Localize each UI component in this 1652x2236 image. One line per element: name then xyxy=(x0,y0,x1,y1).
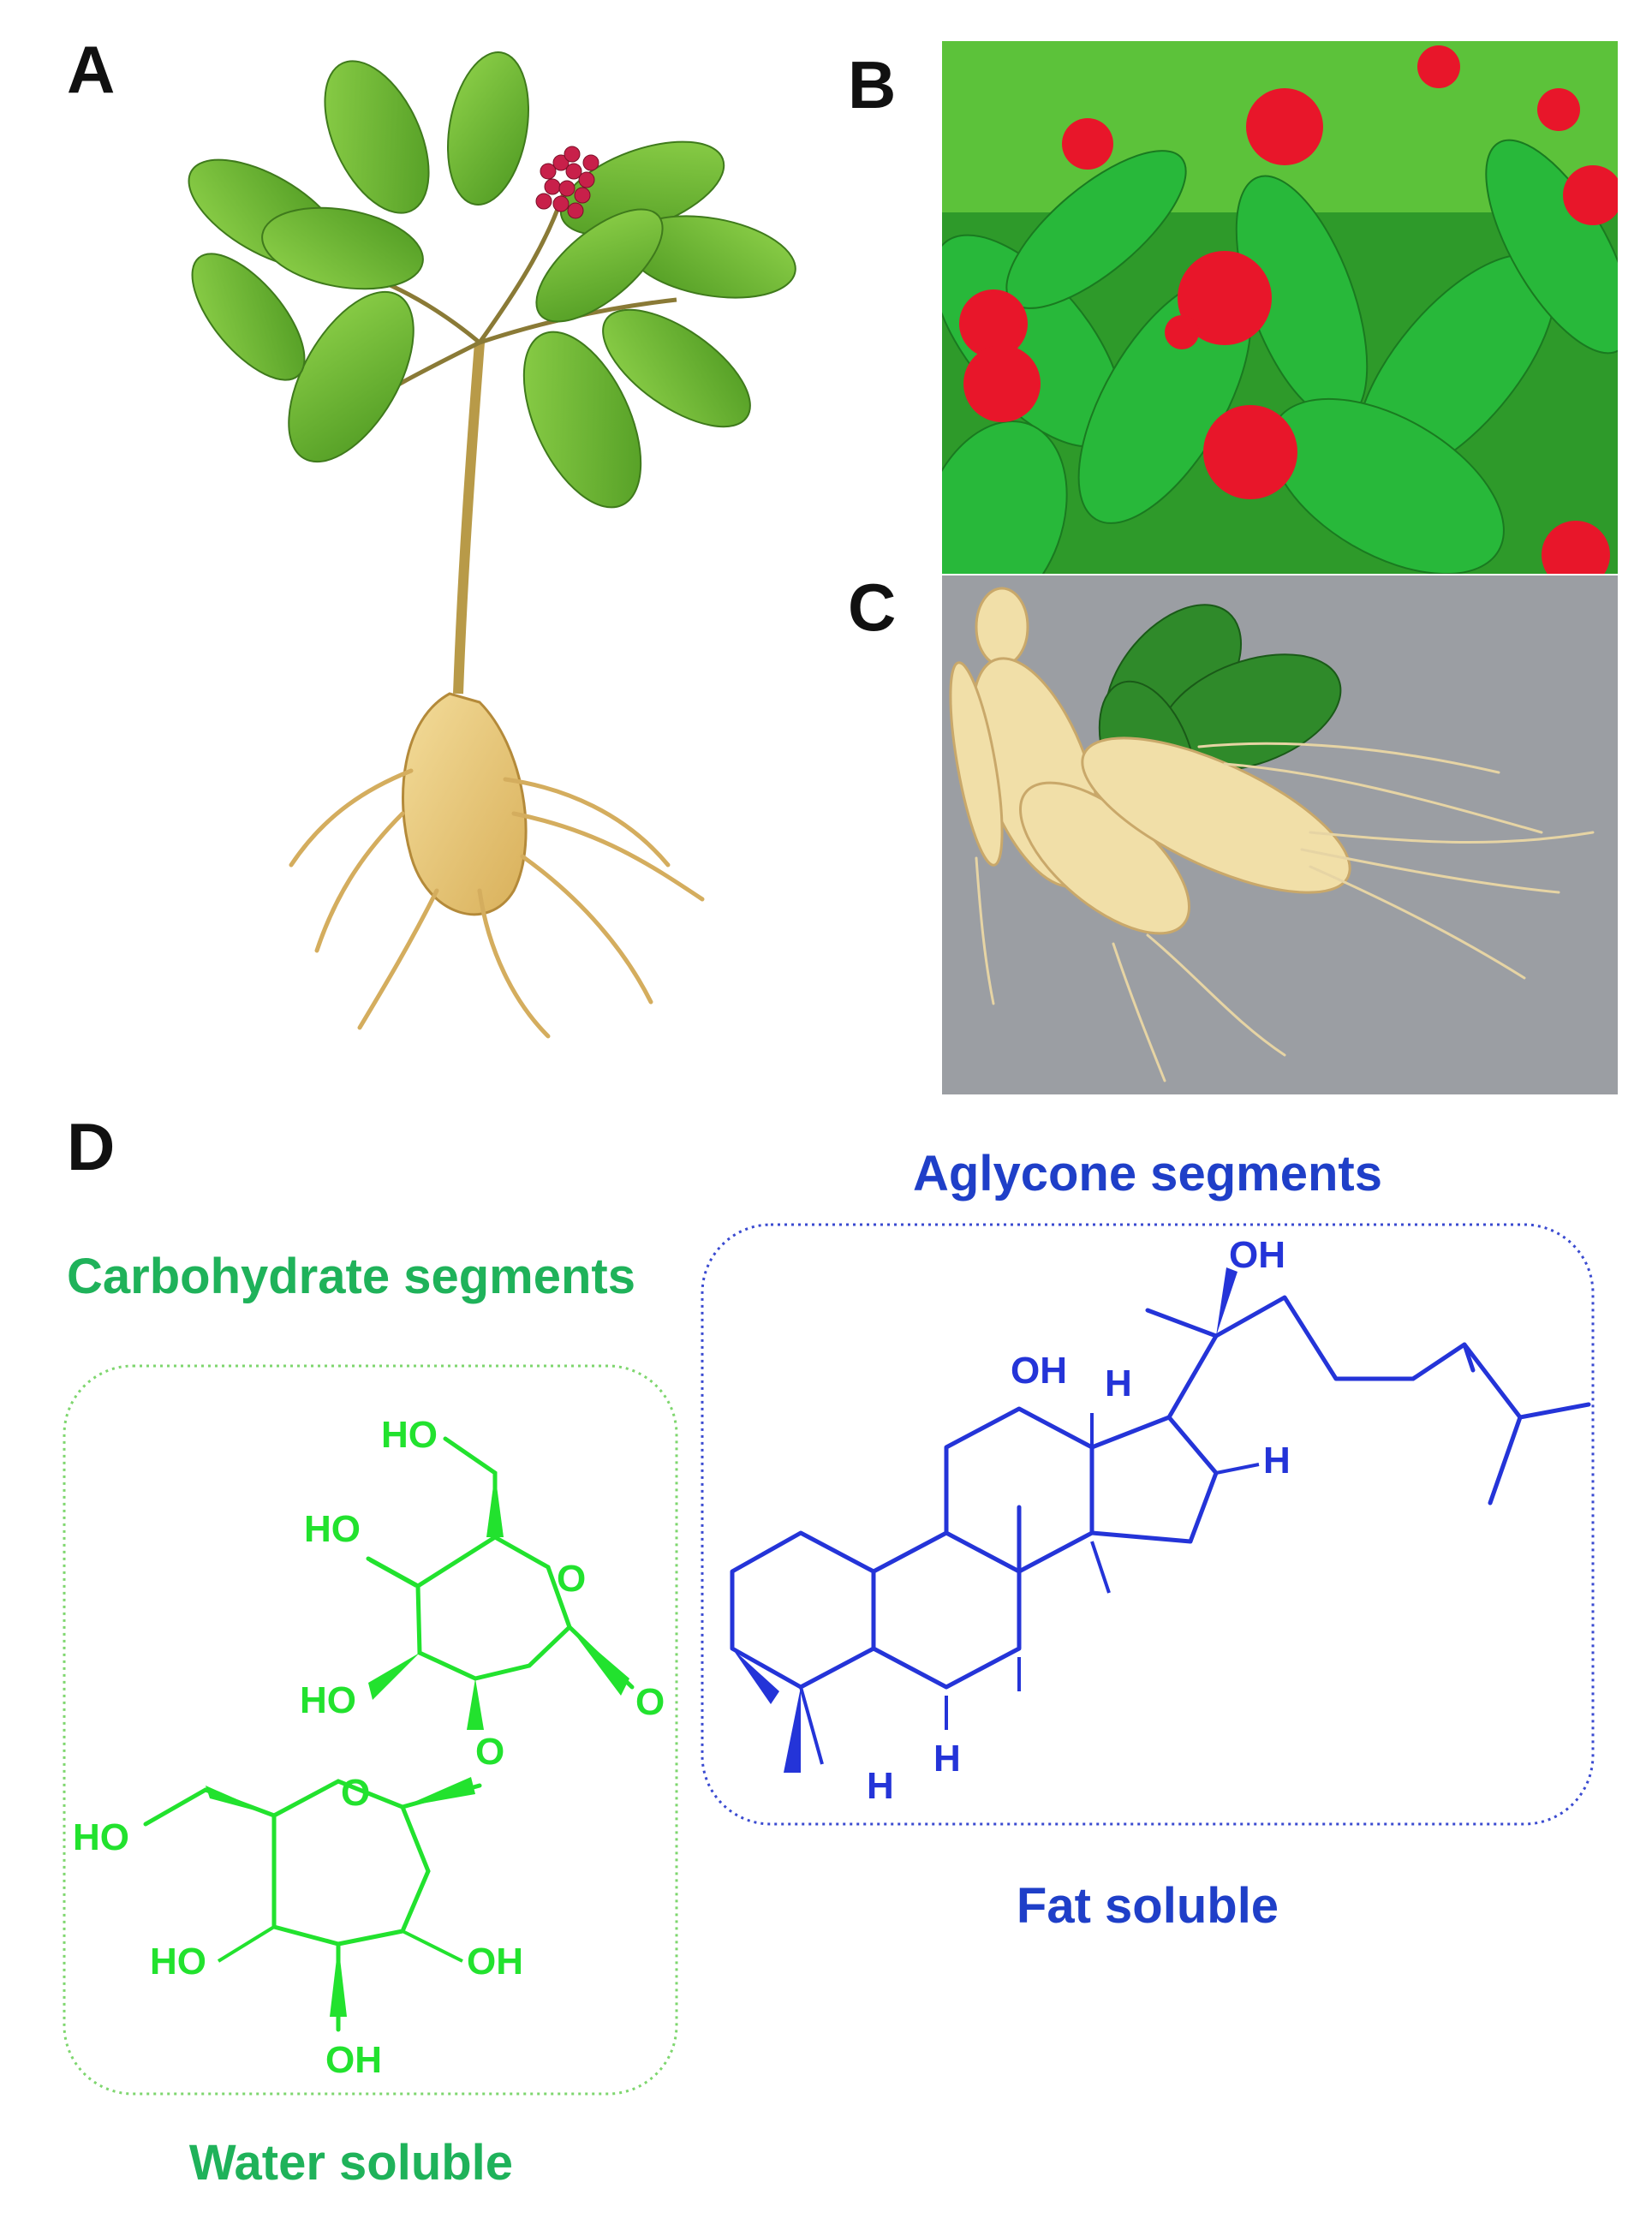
carbohydrate-bonds xyxy=(143,1436,635,2032)
ginsenoside-structure-diagram: Aglycone segments Carbohydrate segments … xyxy=(0,1096,1652,2232)
ho-label-3: HO xyxy=(300,1679,356,1721)
aglycone-bonds xyxy=(730,1295,1591,1690)
oh-label-1: OH xyxy=(467,1941,523,1983)
aglycone-title: Aglycone segments xyxy=(913,1146,1382,1201)
panel-a-label: A xyxy=(67,32,116,107)
carbohydrate-property: Water soluble xyxy=(189,2135,513,2191)
carbohydrate-title: Carbohydrate segments xyxy=(67,1249,635,1304)
ginseng-plant-illustration xyxy=(120,43,865,1053)
ginseng-berries-photo xyxy=(942,41,1618,574)
aglycone-property: Fat soluble xyxy=(1017,1878,1279,1934)
o-label-link: O xyxy=(475,1731,504,1773)
panel-c-label: C xyxy=(848,569,897,645)
aglycone-stereo xyxy=(732,1267,1238,1773)
panel-d-label: D xyxy=(67,1109,116,1184)
aglycone-box xyxy=(701,1223,1595,1826)
o-label-ring-2: O xyxy=(341,1772,370,1814)
o-label-ring-1: O xyxy=(557,1558,586,1600)
o-label-glycosidic: O xyxy=(635,1681,665,1723)
oh-label-2: OH xyxy=(325,2039,382,2081)
h-label-3: H xyxy=(933,1738,961,1780)
oh-label-3: OH xyxy=(1011,1350,1067,1392)
ginseng-root-photo xyxy=(942,575,1618,1094)
oh-label-4: OH xyxy=(1229,1234,1285,1276)
h-label-2: H xyxy=(1263,1440,1291,1482)
ho-label-1: HO xyxy=(381,1414,438,1456)
h-label-4: H xyxy=(867,1765,894,1807)
carbohydrate-stereo xyxy=(206,1473,629,2017)
panel-b-label: B xyxy=(848,47,897,122)
carbohydrate-box xyxy=(63,1364,678,2096)
ho-label-5: HO xyxy=(150,1941,206,1983)
h-label-1: H xyxy=(1105,1362,1132,1404)
ho-label-4: HO xyxy=(73,1816,129,1858)
ho-label-2: HO xyxy=(304,1508,361,1550)
